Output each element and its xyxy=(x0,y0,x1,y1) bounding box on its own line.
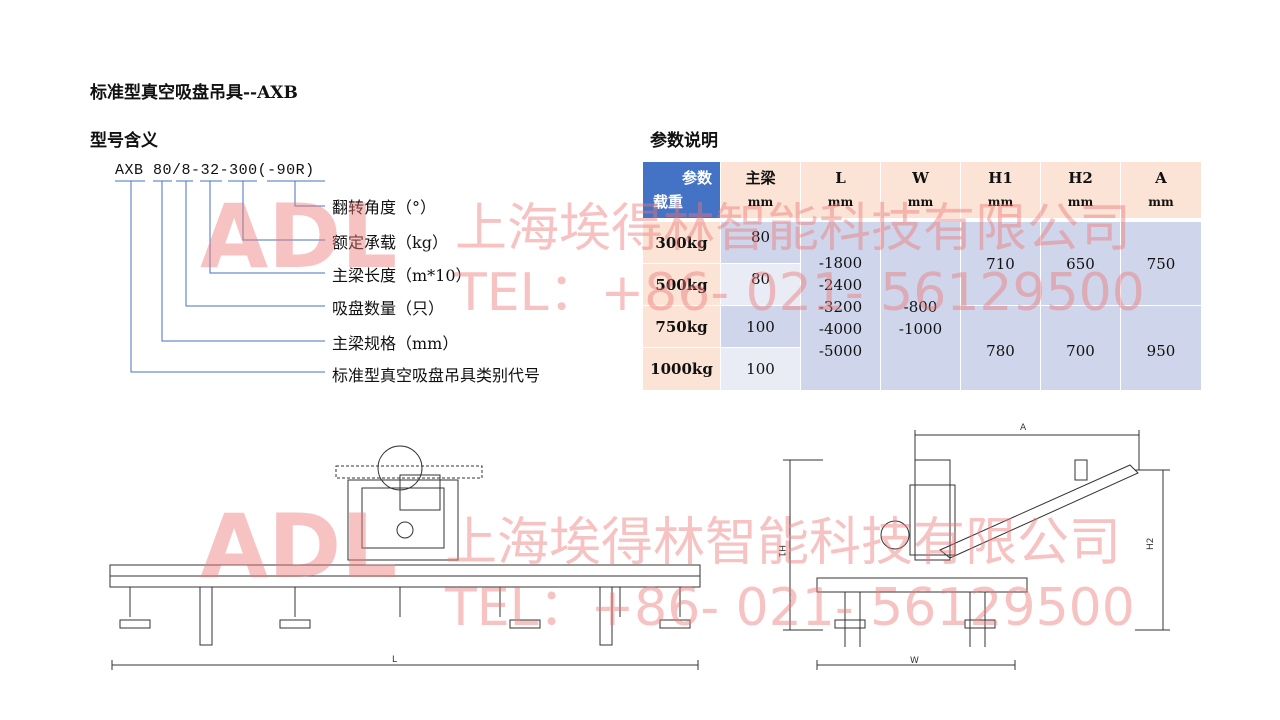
col-name: W xyxy=(912,169,929,187)
W-values: -800 -1000 xyxy=(881,222,960,390)
col-name: A xyxy=(1155,169,1167,187)
front-view-drawing: L xyxy=(100,440,710,680)
col-unit: mm xyxy=(827,195,854,209)
dim-A: A xyxy=(1020,423,1027,433)
col-header: H2 mm xyxy=(1041,162,1120,218)
code-part: 80/ xyxy=(153,162,182,179)
H2-group1: 650 xyxy=(1041,222,1120,305)
code-part: 300 xyxy=(229,162,258,179)
beam-cell: 100 xyxy=(721,306,800,347)
params-heading: 参数说明 xyxy=(650,131,718,151)
beam-cell: 80 xyxy=(721,222,800,263)
dim-L: L xyxy=(392,655,397,665)
corner-header: 参数 载重 xyxy=(643,162,720,218)
label-category: 标准型真空吸盘吊具类别代号 xyxy=(332,366,541,385)
dim-H1: H1 xyxy=(776,545,786,558)
code-part: (-90R) xyxy=(257,162,315,179)
label-cup-count: 吸盘数量（只） xyxy=(332,299,445,318)
label-load: 额定承载（kg） xyxy=(332,233,448,252)
label-beam-spec: 主梁规格（mm） xyxy=(332,334,459,353)
corner-bottom: 载重 xyxy=(653,193,684,211)
row-load: 1000kg xyxy=(643,348,720,390)
col-name: L xyxy=(835,169,846,187)
H2-group2: 700 xyxy=(1041,306,1120,390)
col-unit: mm xyxy=(907,195,934,209)
page-title: 标准型真空吸盘吊具--AXB xyxy=(90,83,298,103)
dim-W: W xyxy=(910,656,919,666)
col-name: H2 xyxy=(1068,169,1093,187)
A-group1: 750 xyxy=(1121,222,1201,305)
col-header: H1 mm xyxy=(961,162,1040,218)
beam-cell: 100 xyxy=(721,348,800,390)
col-name: 主梁 xyxy=(745,169,776,187)
code-part: AXB xyxy=(115,162,144,179)
label-angle: 翻转角度（°） xyxy=(332,198,437,217)
label-beam-length: 主梁长度（m*10） xyxy=(332,266,472,285)
dim-H2: H2 xyxy=(1146,538,1156,551)
side-view-drawing: A W H1 H2 xyxy=(776,423,1175,680)
code-part: 8- xyxy=(181,162,201,179)
col-unit: mm xyxy=(1148,195,1174,209)
H1-group2: 780 xyxy=(961,306,1040,390)
row-load: 300kg xyxy=(643,222,720,263)
col-unit: mm xyxy=(1067,195,1094,209)
beam-cell: 80 xyxy=(721,264,800,305)
code-part: 32- xyxy=(200,162,230,179)
A-group2: 950 xyxy=(1121,306,1201,390)
corner-top: 参数 xyxy=(681,169,712,187)
col-header: 主梁 mm xyxy=(721,162,800,218)
model-heading: 型号含义 xyxy=(90,131,158,151)
col-unit: mm xyxy=(747,195,774,209)
row-load: 750kg xyxy=(643,306,720,347)
model-code: AXB 80/8-32-300(-90R) xyxy=(115,162,315,179)
col-unit: mm xyxy=(987,195,1014,209)
model-leader-lines xyxy=(0,0,640,400)
H1-group1: 710 xyxy=(961,222,1040,305)
row-load: 500kg xyxy=(643,264,720,305)
L-values: -1800 -2400 -3200 -4000 -5000 xyxy=(801,222,880,390)
col-name: H1 xyxy=(988,169,1013,187)
